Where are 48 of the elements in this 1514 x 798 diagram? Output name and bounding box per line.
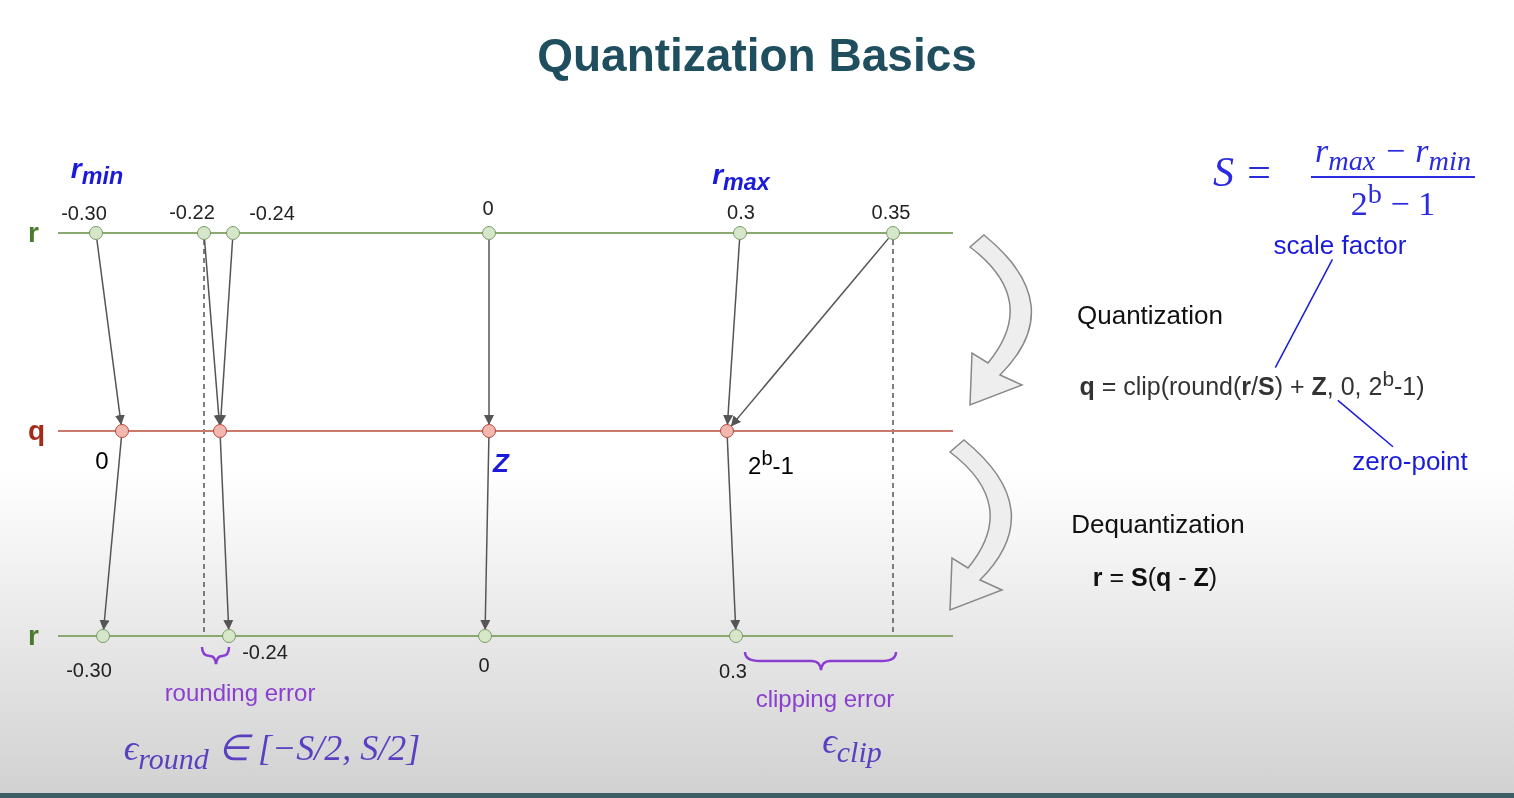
point-marker bbox=[213, 424, 227, 438]
math-label: r$_{min}$ bbox=[70, 153, 124, 191]
value-label: 0.3 bbox=[727, 201, 755, 223]
axis-label: r bbox=[28, 620, 39, 652]
axis-label: q bbox=[28, 415, 46, 447]
point-marker bbox=[729, 629, 743, 643]
annotation-text: scale factor bbox=[1273, 230, 1407, 260]
error-label: rounding error bbox=[164, 679, 316, 707]
formula: q = clip(round(r/S) + Z, 0, 2$^{b}$-1) bbox=[1079, 367, 1425, 401]
point-marker bbox=[733, 226, 747, 240]
point-marker bbox=[96, 629, 110, 643]
formula-numerator: r$_{max}$ − r$_{min}$ bbox=[1310, 132, 1476, 178]
value-label: Z bbox=[493, 448, 509, 478]
value-label: 0 bbox=[478, 654, 490, 676]
point-marker bbox=[226, 226, 240, 240]
formula-denominator: 2$^{b}$ − 1 bbox=[1350, 177, 1436, 223]
value-label: 2$^{b}$-1 bbox=[748, 446, 794, 480]
value-label: 0 bbox=[95, 447, 109, 475]
point-marker bbox=[482, 226, 496, 240]
point-marker bbox=[89, 226, 103, 240]
step-label: Quantization bbox=[1077, 300, 1223, 330]
formula: ϵ$_{clip}$ bbox=[822, 722, 882, 768]
formula: ϵ$_{round}$ ∈ [−S/2, S/2] bbox=[123, 729, 421, 775]
axis-label: r bbox=[28, 217, 39, 249]
point-marker bbox=[478, 629, 492, 643]
error-label: clipping error bbox=[755, 685, 895, 713]
value-label: -0.30 bbox=[66, 659, 112, 681]
math-label: r$_{max}$ bbox=[712, 159, 770, 197]
point-marker bbox=[482, 424, 496, 438]
value-label: -0.30 bbox=[61, 202, 107, 224]
value-label: -0.22 bbox=[169, 201, 215, 223]
formula: r = S(q - Z) bbox=[1092, 564, 1218, 592]
annotation-text: zero-point bbox=[1352, 446, 1468, 476]
point-marker bbox=[222, 629, 236, 643]
value-label: -0.24 bbox=[242, 641, 288, 663]
leader-line bbox=[1337, 399, 1394, 448]
point-marker bbox=[197, 226, 211, 240]
value-label: 0 bbox=[482, 197, 494, 219]
step-label: Dequantization bbox=[1071, 509, 1245, 539]
point-marker bbox=[720, 424, 734, 438]
title: Quantization Basics bbox=[537, 29, 977, 81]
leader-line bbox=[1274, 258, 1334, 369]
point-marker bbox=[115, 424, 129, 438]
formula-text: S = bbox=[1213, 148, 1273, 196]
value-label: -0.24 bbox=[249, 202, 295, 224]
value-label: 0.3 bbox=[719, 660, 747, 682]
value-label: 0.35 bbox=[871, 201, 911, 223]
point-marker bbox=[886, 226, 900, 240]
